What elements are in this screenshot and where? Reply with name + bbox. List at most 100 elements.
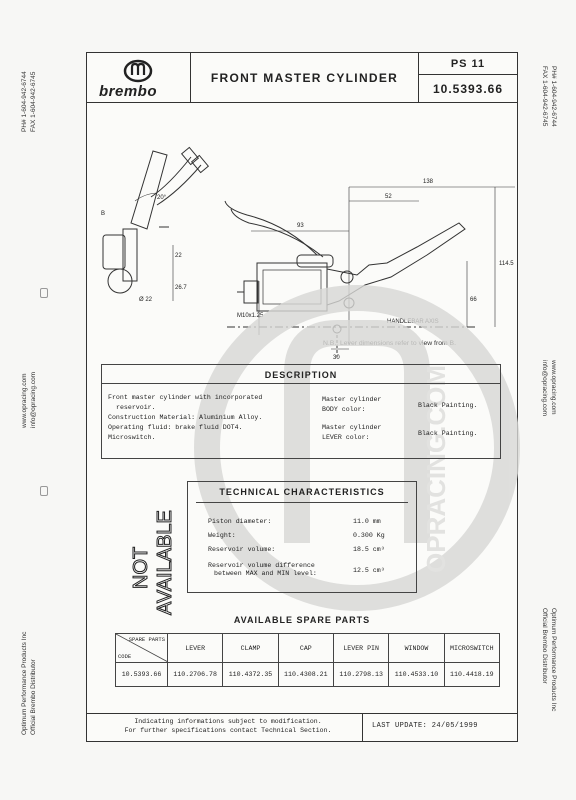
left-phone: PH# 1-604-942-6744	[21, 71, 28, 132]
technical-rule	[196, 502, 408, 503]
brand-logo: brembo	[87, 53, 191, 103]
body-color-label: Master cylinder BODY color:	[322, 395, 381, 415]
dim-93: 93	[297, 223, 304, 229]
dim-diameter-22: Ø 22	[139, 297, 153, 303]
description-box: DESCRIPTION Front master cylinder with i…	[101, 364, 501, 459]
not-available-stamp: NOT AVAILABLE	[130, 510, 177, 616]
lever-color-label-line: LEVER color:	[322, 434, 370, 441]
clamp-body	[122, 228, 138, 282]
description-title: DESCRIPTION	[264, 370, 338, 380]
handlebar-section	[107, 268, 133, 294]
left-distributor: Official Brembo Distributor	[30, 659, 37, 735]
tech-value: 12.5 cm³	[353, 567, 385, 574]
clamp-side-view	[102, 234, 126, 270]
column-header: WINDOW	[388, 633, 445, 663]
tech-row-piston: Piston diameter: 11.0 mm	[208, 518, 408, 526]
description-line: reservoir.	[116, 404, 156, 411]
punch-mark-1	[40, 288, 48, 298]
handlebar-axis-label: HANDLEBAR AXIS	[387, 319, 439, 325]
tech-row-volume-diff: Reservoir volume difference between MAX …	[208, 562, 408, 578]
technical-box: TECHNICAL CHARACTERISTICS Piston diamete…	[187, 481, 417, 593]
column-header: LEVER	[166, 633, 224, 663]
dim-view-b: B	[101, 211, 105, 217]
table-cell: 110.4533.10	[388, 662, 445, 687]
left-email: info@opracing.com	[30, 371, 37, 428]
left-web-block: www.opracing.com info@opracing.com	[20, 372, 38, 428]
corner-diagonal	[116, 634, 168, 662]
spare-parts-title: AVAILABLE SPARE PARTS	[233, 615, 371, 625]
left-fax: FAX 1-604-942-6745	[30, 71, 37, 132]
wire-top-2	[230, 208, 324, 258]
stamp-line-1: NOT	[130, 547, 152, 589]
description-rule	[102, 383, 500, 384]
body-color-value: Black Painting.	[418, 402, 478, 409]
lever-side-view	[130, 150, 168, 230]
tech-value: 18.5 cm³	[353, 546, 385, 553]
corner-label-code: CODE	[118, 653, 132, 660]
right-phone: PH# 1-604-942-6744	[550, 66, 557, 127]
table-cell: 110.4308.21	[277, 662, 334, 687]
left-company-block: Optimum Performance Products Inc Officia…	[20, 632, 38, 735]
stamp-line-2: AVAILABLE	[154, 510, 176, 615]
table-row: 10.5393.66 110.2706.78 110.4372.35 110.4…	[115, 662, 501, 687]
technical-drawing: 20° B 138 52 93 114.5 66 30 22 26.7 Ø 22…	[101, 146, 515, 361]
tech-value: 0.300 Kg	[353, 532, 385, 539]
column-header: MICROSWITCH	[443, 633, 501, 663]
dim-30: 30	[333, 355, 340, 361]
dim-26-7: 26.7	[175, 285, 187, 291]
banjo-fitting	[243, 280, 259, 304]
column-header: CAP	[277, 633, 334, 663]
body-color-label-line: BODY color:	[322, 406, 366, 413]
tech-label: Weight:	[208, 532, 236, 539]
tech-label: between MAX and MIN level:	[214, 570, 317, 577]
left-website: www.opracing.com	[21, 373, 28, 428]
dim-66: 66	[470, 297, 477, 303]
dim-22: 22	[175, 253, 182, 259]
header: brembo FRONT MASTER CYLINDER PS 11 10.53…	[87, 53, 517, 103]
left-phone-block: PH# 1-604-942-6744 FAX 1-604-942-6745	[20, 71, 38, 132]
tech-label: Piston diameter:	[208, 518, 272, 525]
description-left: Front master cylinder with incorporated …	[108, 393, 318, 443]
column-header: LEVER PIN	[332, 633, 390, 663]
brembo-mark-icon	[123, 59, 153, 83]
wire-top-1	[224, 200, 318, 256]
description-line: Construction Material: Aluminium Alloy.	[108, 414, 263, 421]
right-website: www.opracing.com	[550, 360, 557, 415]
footer-divider	[362, 714, 363, 742]
spare-parts-table: SPARE PARTS CODE LEVER CLAMP CAP LEVER P…	[115, 633, 501, 687]
tech-row-reservoir: Reservoir volume: 18.5 cm³	[208, 546, 408, 554]
lever-color-label: Master cylinder LEVER color:	[322, 423, 381, 443]
description-line: Operating fluid: brake fluid DOT4.	[108, 424, 243, 431]
technical-title: TECHNICAL CHARACTERISTICS	[219, 487, 385, 497]
punch-mark-2	[40, 486, 48, 496]
tech-row-weight: Weight: 0.300 Kg	[208, 532, 408, 540]
dim-thread: M10x1.25	[237, 313, 264, 319]
table-cell: 110.4418.19	[443, 662, 501, 687]
footer-line: For further specifications contact Techn…	[124, 727, 332, 734]
description-line: Microswitch.	[108, 434, 156, 441]
table-cell: 110.2798.13	[332, 662, 390, 687]
right-company-block: Optimum Performance Products Inc Officia…	[540, 608, 558, 711]
corner-label-parts: SPARE PARTS	[128, 636, 165, 643]
right-email: info@opracing.com	[541, 360, 548, 417]
body-color-label-line: Master cylinder	[322, 396, 382, 403]
table-header-row: SPARE PARTS CODE LEVER CLAMP CAP LEVER P…	[115, 633, 501, 663]
right-web-block: www.opracing.com info@opracing.com	[540, 360, 558, 416]
brake-lever	[326, 222, 466, 306]
footer-notice: Indicating informations subject to modif…	[93, 717, 363, 735]
datasheet: brembo FRONT MASTER CYLINDER PS 11 10.53…	[86, 52, 520, 742]
reservoir-cap	[296, 254, 334, 268]
dim-138: 138	[423, 179, 434, 185]
column-header: CLAMP	[222, 633, 279, 663]
model-code: PS 11	[419, 53, 517, 75]
last-update: LAST UPDATE: 24/05/1999	[372, 722, 478, 730]
lever-dimension-note: N.B.: Lever dimensions refer to view fro…	[323, 340, 456, 347]
dim-52: 52	[385, 194, 392, 200]
tech-label: Reservoir volume:	[208, 546, 276, 553]
lever-color-value: Black Painting.	[418, 430, 478, 437]
code-box: PS 11 10.5393.66	[419, 53, 517, 103]
right-distributor: Official Brembo Distributor	[541, 608, 548, 684]
left-company: Optimum Performance Products Inc	[21, 631, 28, 735]
microswitch-wire-1	[150, 156, 192, 198]
tech-value: 11.0 mm	[353, 518, 381, 525]
